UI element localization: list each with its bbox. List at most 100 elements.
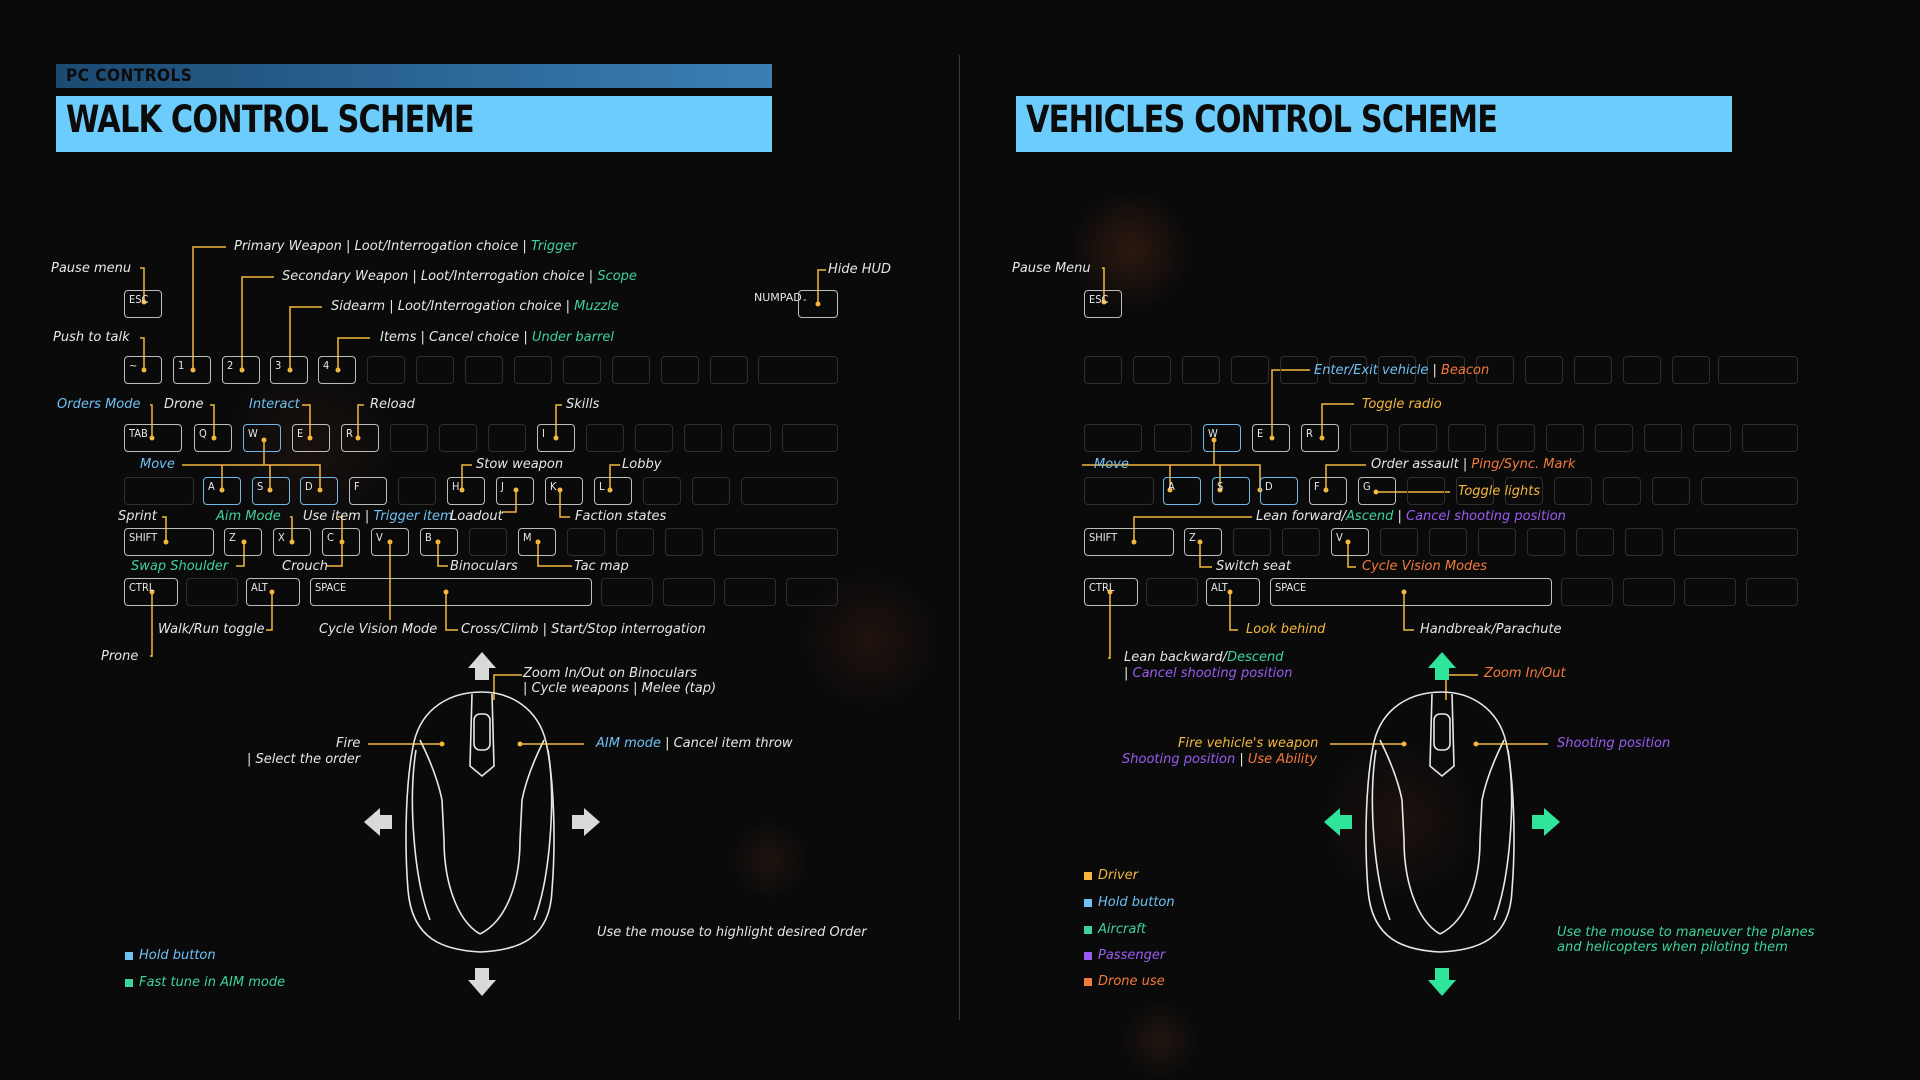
legend-aircraft: Aircraft bbox=[1098, 922, 1146, 937]
key-w: W bbox=[243, 424, 281, 452]
label-secondary-weapon: Secondary Weapon | Loot/Interrogation ch… bbox=[282, 269, 637, 284]
key-v: V bbox=[371, 528, 409, 556]
label-cancel-shooting-2: | Cancel shooting position bbox=[1124, 666, 1293, 681]
key-z: Z bbox=[224, 528, 262, 556]
legend-fast-tune: Fast tune in AIM mode bbox=[139, 975, 286, 990]
key-v: V bbox=[1331, 528, 1369, 556]
key-blank bbox=[1603, 477, 1641, 505]
vehicles-title: VEHICLES CONTROL SCHEME bbox=[1026, 98, 1498, 141]
label-lobby: Lobby bbox=[622, 457, 662, 472]
key-blank bbox=[665, 528, 703, 556]
label-handbrake: Handbreak/Parachute bbox=[1420, 622, 1562, 637]
key-alt: ALT bbox=[1206, 578, 1260, 606]
key-blank bbox=[692, 477, 730, 505]
key-blank bbox=[514, 356, 552, 384]
key-j: J bbox=[496, 477, 534, 505]
label-cycle-vision: Cycle Vision Mode bbox=[319, 622, 438, 637]
key-2: 2 bbox=[222, 356, 260, 384]
label-prone: Prone bbox=[101, 649, 139, 664]
legend-swatch-driver bbox=[1084, 872, 1092, 880]
scroll-down-icon bbox=[468, 968, 496, 996]
key-blank bbox=[616, 528, 654, 556]
key-blank bbox=[124, 477, 194, 505]
key-blank bbox=[758, 356, 838, 384]
label-order-assault: Order assault | Ping/Sync. Mark bbox=[1371, 457, 1576, 472]
key-blank bbox=[439, 424, 477, 452]
pitch-down-icon bbox=[1428, 968, 1456, 996]
legend-swatch-aircraft bbox=[1084, 926, 1092, 934]
walk-mouse-diagram bbox=[364, 652, 600, 996]
legend-swatch-drone bbox=[1084, 978, 1092, 986]
label-stow-weapon: Stow weapon bbox=[476, 457, 564, 472]
key-blank bbox=[465, 356, 503, 384]
label-aim-mode-mouse: AIM mode | Cancel item throw bbox=[596, 736, 793, 751]
key-blank bbox=[741, 477, 838, 505]
key-blank bbox=[1672, 356, 1710, 384]
key-blank bbox=[563, 356, 601, 384]
label-toggle-lights: Toggle lights bbox=[1458, 484, 1541, 499]
pc-controls-label: PC CONTROLS bbox=[66, 66, 193, 86]
legend-hold-button: Hold button bbox=[1098, 895, 1175, 910]
mouse-outline bbox=[405, 691, 555, 953]
label-push-to-talk: Push to talk bbox=[53, 330, 130, 345]
key-x: X bbox=[273, 528, 311, 556]
key-blank bbox=[1350, 424, 1388, 452]
label-interact: Interact bbox=[249, 397, 300, 412]
legend-swatch-passenger bbox=[1084, 952, 1092, 960]
key-4: 4 bbox=[318, 356, 356, 384]
key-blank bbox=[398, 477, 436, 505]
label-sprint: Sprint bbox=[118, 509, 157, 524]
key-blank bbox=[1525, 356, 1563, 384]
label-select-order: | Select the order bbox=[247, 752, 361, 767]
label-mouse-note: Use the mouse to highlight desired Order bbox=[597, 925, 867, 940]
key-s: S bbox=[252, 477, 290, 505]
label-items: Items | Cancel choice | Under barrel bbox=[380, 330, 614, 345]
key-space: SPACE bbox=[1270, 578, 1552, 606]
key-ctrl: CTRL bbox=[124, 578, 178, 606]
key-esc: ESC bbox=[124, 290, 162, 318]
key-blank bbox=[1133, 356, 1171, 384]
legend-hold-button: Hold button bbox=[139, 948, 216, 963]
key-blank bbox=[1554, 477, 1592, 505]
key-3: 3 bbox=[270, 356, 308, 384]
label-toggle-radio: Toggle radio bbox=[1362, 397, 1442, 412]
key-blank bbox=[1280, 356, 1318, 384]
key-blank bbox=[1505, 477, 1543, 505]
center-divider bbox=[959, 55, 960, 1020]
key-blank bbox=[1625, 528, 1663, 556]
key-blank bbox=[1576, 528, 1614, 556]
key-blank bbox=[714, 528, 838, 556]
key-blank bbox=[643, 477, 681, 505]
legend-swatch-fast-tune bbox=[125, 979, 133, 987]
key-blank bbox=[1233, 528, 1271, 556]
label-reload: Reload bbox=[370, 397, 415, 412]
key-blank bbox=[612, 356, 650, 384]
key-blank bbox=[663, 578, 715, 606]
key-numpad-minus: - bbox=[798, 290, 838, 318]
pc-controls-bar bbox=[56, 64, 772, 88]
key-c: C bbox=[322, 528, 360, 556]
key-tilde: ~ bbox=[124, 356, 162, 384]
label-binoculars: Binoculars bbox=[450, 559, 518, 574]
key-blank bbox=[724, 578, 776, 606]
key-i: I bbox=[537, 424, 575, 452]
legend-passenger: Passenger bbox=[1098, 948, 1166, 963]
key-blank bbox=[1399, 424, 1437, 452]
key-blank bbox=[469, 528, 507, 556]
key-blank bbox=[1456, 477, 1494, 505]
label-mouse-note-1: Use the mouse to maneuver the planes bbox=[1557, 925, 1815, 940]
key-blank bbox=[1652, 477, 1690, 505]
label-enter-exit: Enter/Exit vehicle | Beacon bbox=[1314, 363, 1490, 378]
legend-swatch-hold bbox=[1084, 899, 1092, 907]
key-w: W bbox=[1203, 424, 1241, 452]
key-blank bbox=[416, 356, 454, 384]
key-blank bbox=[488, 424, 526, 452]
key-h: H bbox=[447, 477, 485, 505]
key-blank bbox=[710, 356, 748, 384]
key-blank bbox=[1574, 356, 1612, 384]
label-mouse-note-2: and helicopters when piloting them bbox=[1557, 940, 1788, 955]
label-skills: Skills bbox=[566, 397, 600, 412]
key-ctrl: CTRL bbox=[1084, 578, 1138, 606]
label-zoom-line2: | Cycle weapons | Melee (tap) bbox=[523, 681, 717, 696]
